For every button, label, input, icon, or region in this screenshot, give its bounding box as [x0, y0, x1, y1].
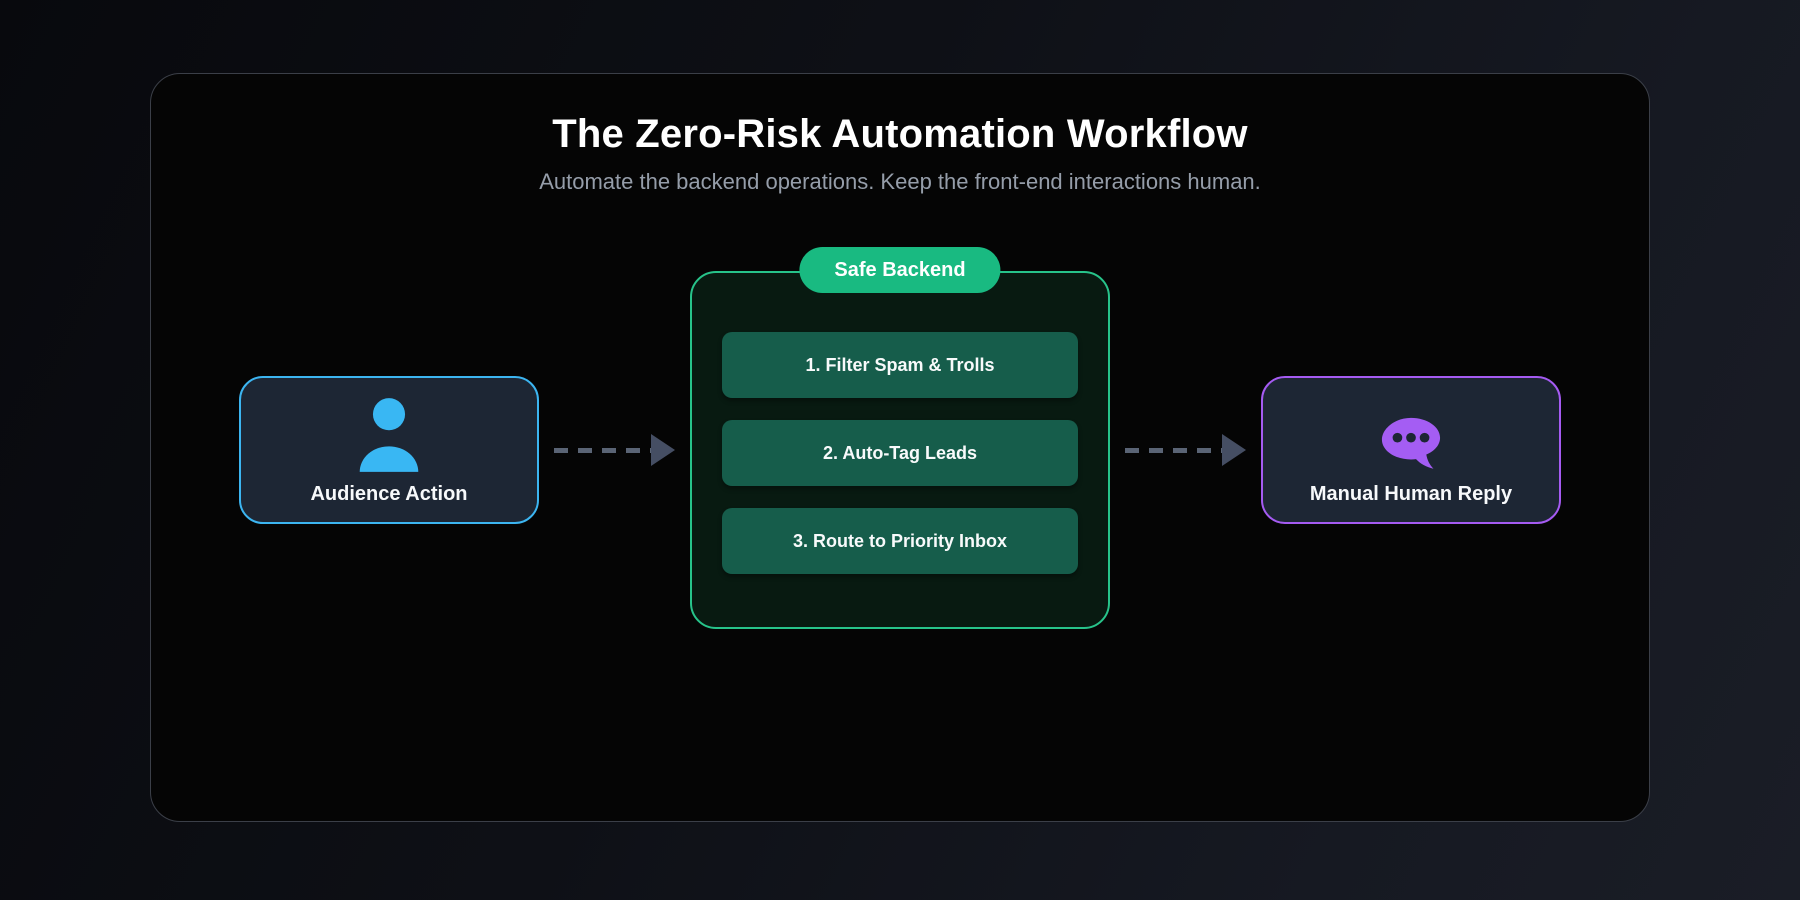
step-route-inbox: 3. Route to Priority Inbox — [722, 508, 1078, 574]
arrow-right-icon — [651, 434, 675, 466]
manual-human-reply-label: Manual Human Reply — [1309, 482, 1513, 505]
card-header: The Zero-Risk Automation Workflow Automa… — [151, 74, 1649, 195]
page-subtitle: Automate the backend operations. Keep th… — [539, 169, 1261, 194]
dashed-line — [1125, 447, 1225, 453]
flow-arrow-left — [539, 434, 690, 466]
flow-diagram: Audience Action Safe Backend 1. Filter S… — [151, 247, 1649, 629]
safe-backend-badge: Safe Backend — [799, 247, 1001, 293]
user-icon — [355, 395, 423, 473]
audience-action-node: Audience Action — [239, 376, 539, 524]
chat-bubble-icon — [1380, 395, 1442, 473]
dashed-line — [554, 447, 654, 453]
step-auto-tag: 2. Auto-Tag Leads — [722, 420, 1078, 486]
flow-arrow-right — [1110, 434, 1261, 466]
manual-human-reply-node: Manual Human Reply — [1261, 376, 1561, 524]
audience-action-label: Audience Action — [310, 482, 468, 505]
workflow-card: The Zero-Risk Automation Workflow Automa… — [150, 73, 1650, 822]
arrow-right-icon — [1222, 434, 1246, 466]
safe-backend-panel: Safe Backend 1. Filter Spam & Trolls 2. … — [690, 247, 1110, 629]
step-filter-spam: 1. Filter Spam & Trolls — [722, 332, 1078, 398]
page-title: The Zero-Risk Automation Workflow — [552, 112, 1248, 156]
